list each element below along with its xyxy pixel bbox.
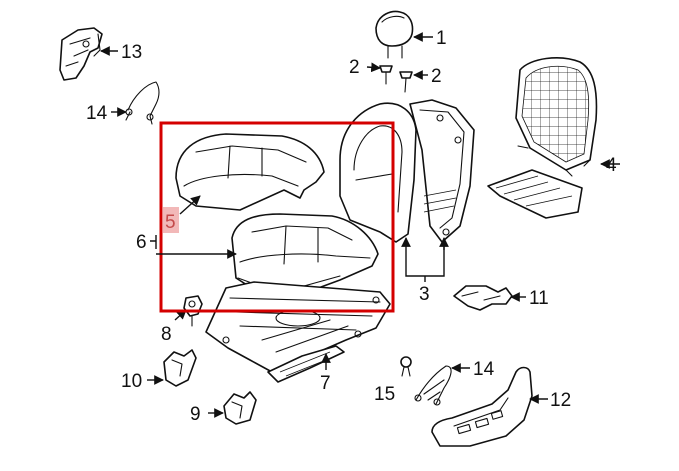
seatback-cover[interactable] — [339, 102, 417, 243]
label-14-lower: 14 — [473, 359, 495, 380]
label-9: 9 — [190, 404, 201, 425]
part-13-bracket[interactable] — [59, 27, 103, 81]
part-15-clip[interactable] — [400, 356, 412, 377]
label-11: 11 — [529, 288, 549, 309]
label-6: 6 — [136, 232, 147, 253]
label-3: 3 — [419, 284, 430, 305]
label-7: 7 — [320, 373, 331, 394]
callout-5-bg — [163, 207, 179, 233]
part-7-seat-track[interactable] — [205, 281, 391, 383]
part-9-bracket[interactable] — [223, 391, 257, 425]
part-14-cable-lower[interactable] — [414, 365, 452, 406]
label-4: 4 — [606, 155, 617, 176]
label-2-left: 2 — [349, 57, 360, 78]
label-1: 1 — [436, 28, 447, 49]
label-8: 8 — [161, 324, 172, 345]
label-10: 10 — [121, 371, 142, 392]
part-2-guide-right[interactable] — [399, 71, 413, 93]
part-2-guide-left[interactable] — [379, 65, 393, 85]
leader-6-bracket — [150, 235, 157, 249]
part-14-cable-upper[interactable] — [125, 81, 160, 125]
label-5: 5 — [165, 212, 176, 233]
part-6-cushion-pad[interactable] — [231, 213, 379, 295]
part-11-bracket[interactable] — [453, 285, 513, 311]
leader-2-left — [366, 62, 381, 73]
part-4-back-panel[interactable] — [487, 57, 598, 219]
label-14-upper: 14 — [86, 103, 108, 124]
part-10-bracket[interactable] — [163, 349, 197, 387]
highlight-box — [159, 121, 395, 313]
part-5-cushion-cover[interactable] — [175, 133, 325, 211]
label-13: 13 — [121, 42, 142, 63]
label-15: 15 — [374, 384, 395, 405]
label-2-right: 2 — [431, 66, 442, 87]
leader-5 — [179, 195, 201, 215]
leader-3-bracket — [405, 242, 445, 277]
part-3-seatback-frame[interactable] — [409, 99, 475, 243]
part-1-headrest[interactable] — [375, 10, 414, 59]
label-12: 12 — [550, 390, 571, 411]
